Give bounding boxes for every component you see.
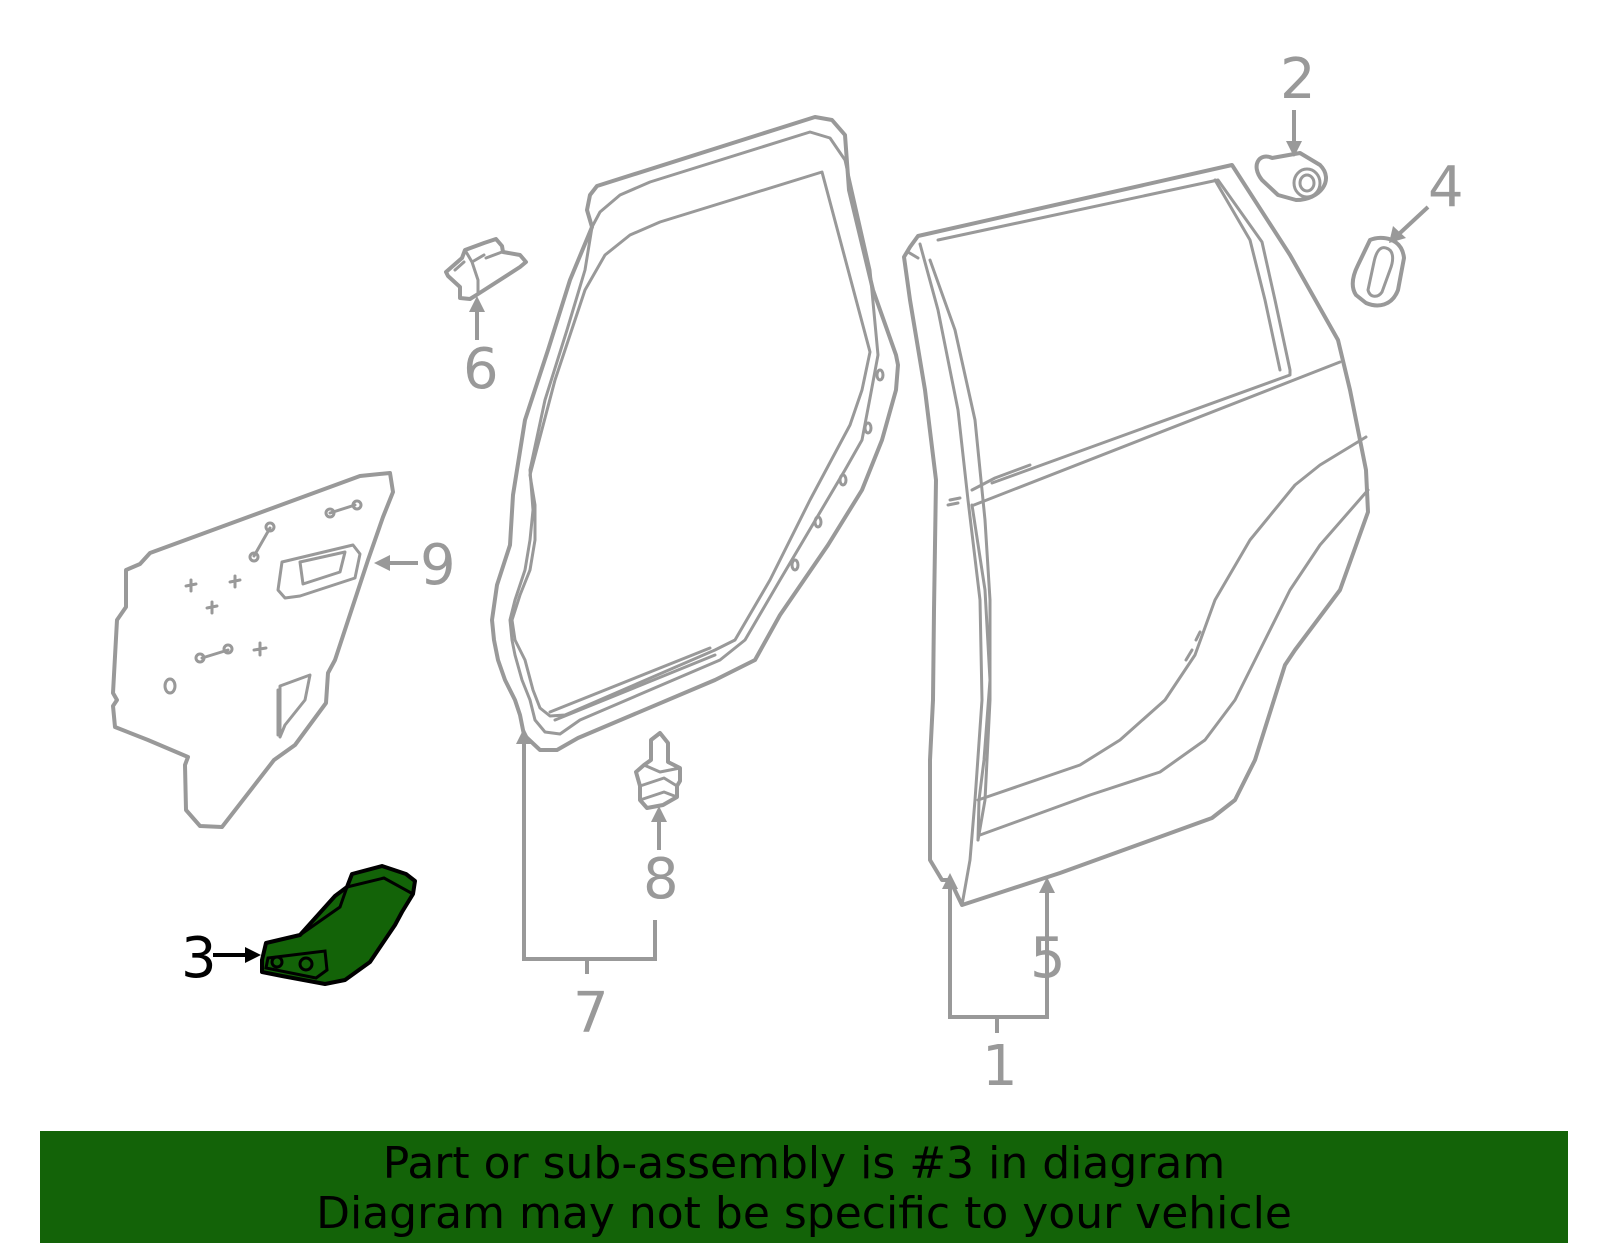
callout-2: 2 bbox=[1280, 47, 1316, 112]
info-banner: Part or sub-assembly is #3 in diagram Di… bbox=[40, 1131, 1568, 1243]
push-retainer[interactable] bbox=[634, 731, 682, 810]
trim-clip[interactable] bbox=[444, 237, 528, 301]
leader-lines bbox=[213, 110, 1430, 1033]
highlighted-part-3[interactable] bbox=[260, 864, 417, 986]
rear-door-shell[interactable] bbox=[902, 163, 1370, 907]
parts-diagram: 2 4 6 9 8 7 5 1 3 bbox=[111, 47, 1464, 1099]
door-weatherstrip[interactable] bbox=[490, 115, 900, 752]
callout-7: 7 bbox=[573, 981, 609, 1046]
callout-6: 6 bbox=[463, 337, 499, 402]
door-bumper-plug[interactable] bbox=[1254, 151, 1328, 202]
callout-5: 5 bbox=[1030, 926, 1066, 991]
door-trim-panel[interactable] bbox=[111, 471, 395, 829]
callout-1: 1 bbox=[982, 1034, 1018, 1099]
callout-9: 9 bbox=[420, 533, 456, 598]
door-grommet[interactable] bbox=[1350, 235, 1406, 308]
banner-line-1: Part or sub-assembly is #3 in diagram bbox=[382, 1138, 1226, 1189]
callout-4: 4 bbox=[1428, 155, 1464, 220]
callout-3: 3 bbox=[181, 926, 217, 991]
callout-8: 8 bbox=[643, 847, 679, 912]
banner-line-2: Diagram may not be specific to your vehi… bbox=[316, 1188, 1292, 1239]
